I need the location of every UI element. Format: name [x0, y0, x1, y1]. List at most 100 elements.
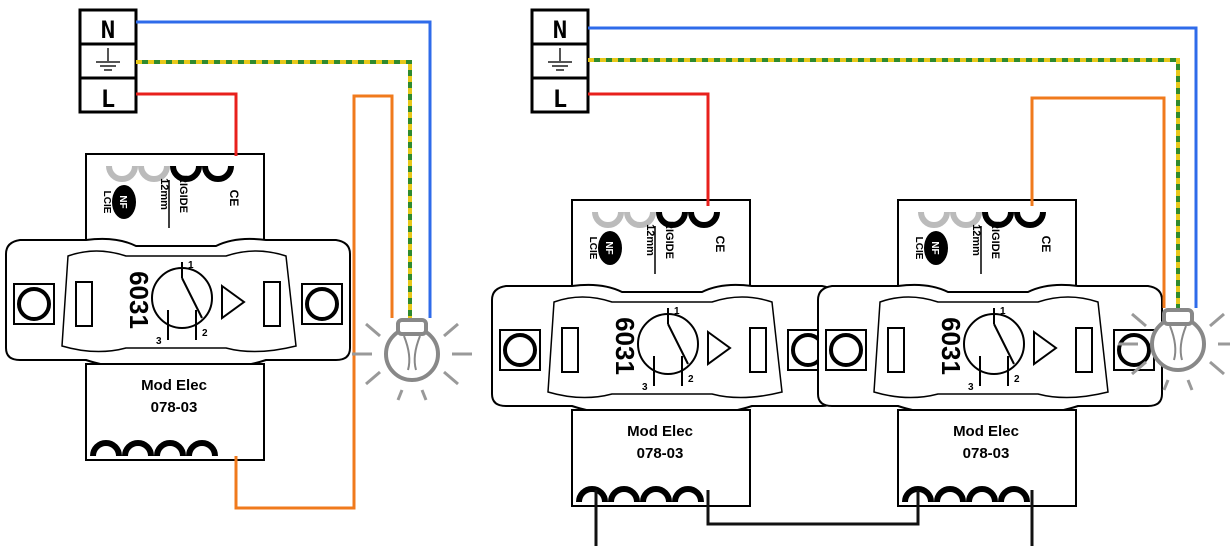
strip-length-text: 12mm: [644, 224, 656, 256]
lcie-text: LCIE: [913, 237, 924, 260]
switch-inner-frame: [873, 296, 1109, 399]
bulb-ray: [443, 370, 459, 386]
bulb-base: [396, 318, 428, 336]
right-screw: [305, 287, 339, 321]
nf-mark: NF: [929, 241, 940, 254]
top-terminal-screw: [918, 211, 950, 228]
left-screw: [17, 287, 51, 321]
bottom-terminal-screw: [966, 486, 998, 503]
earth-icon: [548, 48, 572, 71]
right-clip: [1075, 327, 1093, 373]
nf-logo-icon: [924, 231, 948, 265]
left-clip: [561, 327, 579, 373]
bottom-terminal-screw: [122, 440, 154, 457]
bulb-ray: [1131, 360, 1147, 376]
live-wire-right: [588, 92, 710, 206]
ce-mark: CE: [1039, 236, 1053, 253]
bulb-filament: [403, 335, 421, 371]
ce-mark: CE: [227, 190, 241, 207]
brand-line-1: Mod Elec: [953, 423, 1019, 440]
series-number: 6031: [124, 271, 154, 329]
bottom-terminal-screw: [186, 440, 218, 457]
terminal-number-2: 2: [688, 374, 694, 385]
bulb-ray: [1131, 312, 1147, 328]
live-wire-left: [136, 92, 238, 156]
bulb-ray: [1209, 312, 1225, 328]
switch-lever: [181, 277, 203, 319]
bottom-terminal-screw: [934, 486, 966, 503]
bottom-terminal-screw: [640, 486, 672, 503]
rigide-text: RIGIDE: [989, 221, 1001, 259]
right-clip: [263, 281, 281, 327]
switch-body: [817, 283, 1163, 414]
earth-icon: [96, 48, 120, 71]
terminal-block-right: NL: [530, 8, 590, 114]
switch-inner-frame: [61, 250, 297, 353]
rigide-text: RIGIDE: [663, 221, 675, 259]
brand-line-1: Mod Elec: [627, 423, 693, 440]
bulb-ray: [365, 322, 381, 338]
lcie-text: LCIE: [101, 191, 112, 214]
terminal-number-2: 2: [1014, 374, 1020, 385]
strip-length-text: 12mm: [158, 178, 170, 210]
terminal-block-frame: [78, 8, 138, 114]
terminal-number-1: 1: [188, 260, 194, 271]
switch-lever: [667, 323, 689, 365]
earth-wire-right: [588, 58, 1180, 308]
bottom-terminal-screw: [998, 486, 1030, 503]
live-label: L: [101, 85, 115, 113]
bulb-filament: [1169, 325, 1187, 361]
neutral-label: N: [101, 16, 115, 44]
strip-length-text: 12mm: [970, 224, 982, 256]
brand-line-2: 078-03: [963, 445, 1010, 462]
earth-wire-yellow: [136, 60, 412, 318]
terminal-number-1: 1: [674, 306, 680, 317]
bulb-ray: [1162, 379, 1170, 391]
nf-logo-icon: [112, 185, 136, 219]
bulb-ray: [365, 370, 381, 386]
brand-line-2: 078-03: [637, 445, 684, 462]
nf-mark: NF: [117, 195, 128, 208]
bottom-terminal-screw: [90, 440, 122, 457]
right-clip: [749, 327, 767, 373]
top-terminal-screw: [624, 211, 656, 228]
neutral-wire-left: [136, 20, 432, 318]
terminal-number-3: 3: [642, 382, 648, 393]
top-terminal-screw: [688, 211, 720, 228]
bottom-terminal-screw: [902, 486, 934, 503]
switch-inner-frame: [547, 296, 783, 399]
switch-body: [5, 237, 351, 368]
switch-lever: [993, 323, 1015, 365]
top-terminal-screw: [592, 211, 624, 228]
series-number: 6031: [610, 317, 640, 375]
bulb-right: [1118, 308, 1230, 391]
top-terminal-screw: [202, 165, 234, 182]
bulb-left: [352, 318, 472, 401]
approval-triangle-icon: [707, 330, 732, 366]
top-terminal-screw: [982, 211, 1014, 228]
top-terminal-screw: [656, 211, 688, 228]
bottom-terminal-screw: [154, 440, 186, 457]
rigide-text: RIGIDE: [177, 175, 189, 213]
top-terminal-screw: [170, 165, 202, 182]
neutral-wire-right: [588, 26, 1198, 308]
bulb-base: [1162, 308, 1194, 326]
left-screw: [503, 333, 537, 367]
terminal-number-2: 2: [202, 328, 208, 339]
approval-triangle-icon: [1033, 330, 1058, 366]
bulb-ray: [1209, 360, 1225, 376]
bottom-terminal-screw: [576, 486, 608, 503]
terminal-number-1: 1: [1000, 306, 1006, 317]
bulb-ray: [396, 389, 404, 401]
traveler-wire: [706, 490, 920, 526]
terminal-number-3: 3: [156, 336, 162, 347]
lcie-text: LCIE: [587, 237, 598, 260]
earth-wire-yellow: [588, 58, 1180, 308]
nf-logo-icon: [598, 231, 622, 265]
approval-triangle-icon: [221, 284, 246, 320]
bulb-ray: [420, 389, 428, 401]
switched-wire-left: [234, 94, 394, 510]
